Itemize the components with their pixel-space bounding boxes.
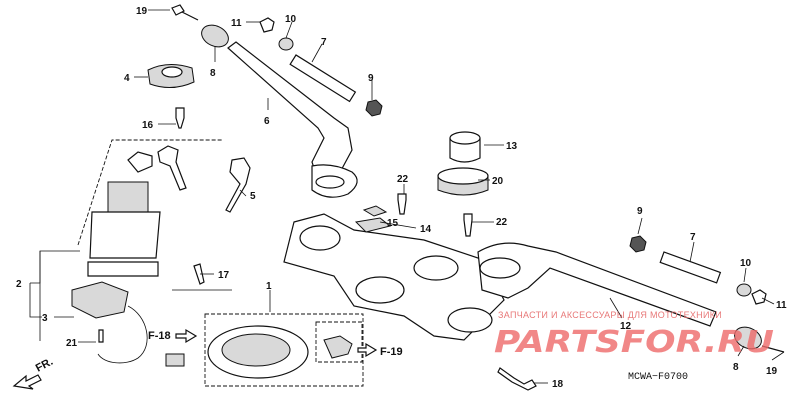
upper-fork-bridge	[283, 193, 505, 341]
key-b	[157, 145, 187, 191]
cover-plate-inner	[221, 333, 291, 367]
left-fork-bore	[299, 225, 341, 251]
bolt-22	[397, 193, 407, 215]
right-handlebar-assembly	[477, 235, 785, 353]
callout-14: 14	[420, 224, 432, 235]
callout-7-right: 7	[690, 232, 696, 243]
callout-20: 20	[492, 176, 504, 187]
switch-body	[89, 211, 161, 259]
callout-19-top: 19	[136, 6, 148, 17]
bolt-18	[497, 367, 537, 391]
callout-1: 1	[266, 281, 272, 292]
callout-22-left: 22	[397, 174, 409, 185]
bolt	[175, 107, 185, 129]
collar-right	[736, 283, 752, 297]
callout-21: 21	[66, 338, 78, 349]
ignition-contact	[71, 281, 129, 319]
left-clamp-seat	[355, 276, 405, 304]
ref-front: FR.	[34, 356, 55, 375]
clip-right	[751, 289, 767, 305]
connector	[165, 353, 185, 367]
leader-2-lower	[29, 283, 42, 318]
leader-3-21	[54, 316, 96, 343]
right-handlebar	[477, 242, 717, 327]
front-arrow-icon	[12, 374, 42, 390]
clamp-bore	[315, 175, 345, 189]
screw	[98, 329, 104, 343]
callout-4: 4	[124, 73, 130, 84]
plate	[354, 217, 392, 233]
callout-6: 6	[264, 116, 270, 127]
callout-19-right: 19	[766, 366, 778, 377]
group-outline-top	[77, 139, 222, 246]
f19-arrow	[357, 342, 378, 358]
switch-base	[87, 261, 159, 277]
diagram-code: MCWA−F0700	[628, 372, 688, 383]
sub-box	[315, 321, 363, 363]
inner-weight-right	[659, 251, 722, 284]
stem-cap-top	[449, 131, 481, 145]
clip	[259, 17, 275, 33]
group-bracket	[172, 289, 271, 312]
callouts: 19 11 10 7 4 8 9 6 16 13 20 5 22 15 14 2…	[16, 6, 787, 390]
callout-18: 18	[552, 379, 564, 390]
watermark-tagline: ЗАПЧАСТИ И АКСЕССУАРЫ ДЛЯ МОТОТЕХНИКИ	[498, 310, 722, 320]
callout-2: 2	[16, 279, 22, 290]
ref-f18: F-18	[148, 330, 171, 342]
ignition-switch-assembly	[71, 139, 251, 367]
key-a	[127, 151, 153, 173]
leader-2	[30, 250, 80, 284]
bolt-long	[193, 263, 205, 285]
bolt-22-right	[463, 213, 473, 237]
callout-5: 5	[250, 191, 256, 202]
bolt-head	[171, 4, 185, 16]
callout-17: 17	[218, 270, 230, 281]
ref-f19: F-19	[380, 346, 403, 358]
callout-13: 13	[506, 141, 518, 152]
bar-end-weight	[201, 24, 229, 48]
right-clamp-bore	[479, 257, 521, 279]
cover-group	[172, 289, 364, 387]
wire-harness	[97, 305, 148, 364]
callout-15: 15	[387, 218, 399, 229]
nut-right	[629, 235, 647, 253]
callout-3: 3	[42, 313, 48, 324]
callout-9-top: 9	[368, 73, 374, 84]
left-handlebar	[227, 41, 353, 181]
stem-nut-top	[437, 167, 489, 185]
washer-plate	[362, 205, 388, 217]
collar	[278, 37, 294, 51]
callout-8-top: 8	[210, 68, 216, 79]
top-cap-hole	[161, 66, 183, 78]
stem-bore	[413, 255, 459, 281]
callout-11-right: 11	[776, 300, 787, 311]
callout-9-right: 9	[637, 206, 643, 217]
nut	[365, 99, 383, 117]
cylinder	[107, 181, 149, 213]
f18-arrow	[175, 328, 198, 344]
callout-12: 12	[620, 321, 632, 332]
callout-22-right: 22	[496, 217, 508, 228]
right-fork-bore	[447, 307, 493, 333]
callout-16: 16	[142, 120, 154, 131]
group-box	[204, 313, 364, 387]
callout-10-top: 10	[285, 14, 297, 25]
callout-11-top: 11	[231, 18, 242, 29]
bolt-shaft	[181, 11, 199, 21]
bolt-shaft-right	[761, 345, 785, 353]
inner-weight	[289, 54, 357, 103]
callout-leaders	[134, 9, 785, 384]
small-part	[323, 335, 353, 359]
callout-10-right: 10	[740, 258, 752, 269]
watermark-logo: PARTSFOR.RU	[494, 325, 774, 360]
left-handlebar-assembly	[171, 4, 383, 198]
bridge-body	[283, 213, 505, 341]
callout-7-top: 7	[321, 37, 327, 48]
key-c	[225, 157, 251, 213]
callout-8-right: 8	[733, 362, 739, 373]
